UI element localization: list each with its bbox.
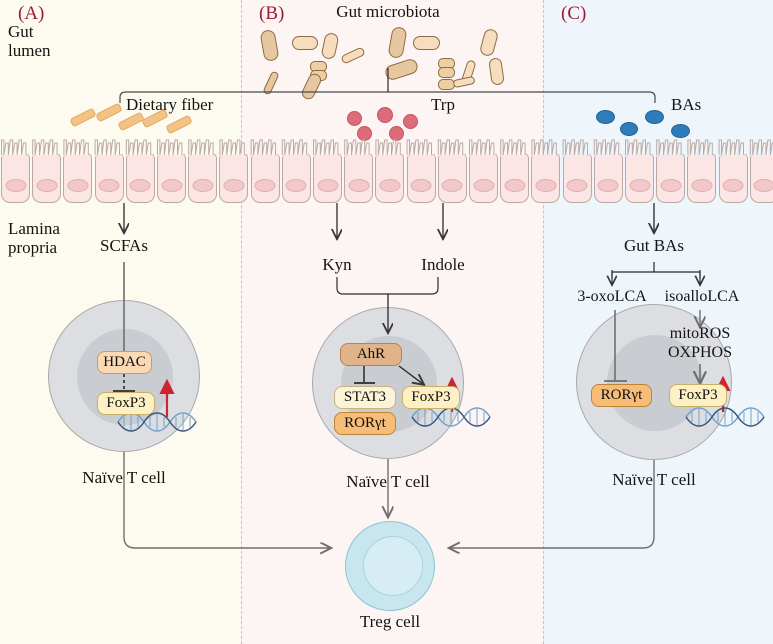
epithelial-cell-nucleus	[722, 179, 744, 192]
epithelial-cell-nucleus	[629, 179, 650, 192]
node-rorgt-c: RORγt	[591, 384, 652, 407]
gut-lumen-label-line1: Gut	[8, 22, 34, 41]
epithelial-cell-nucleus	[753, 179, 773, 192]
epithelial-cell-nucleus	[597, 179, 619, 192]
epithelial-cell	[313, 155, 342, 203]
epithelial-cell	[219, 155, 249, 203]
mitoros-label: mitoROS	[669, 325, 731, 342]
epithelial-cell	[687, 155, 717, 203]
panel-label-c: (C)	[561, 3, 587, 24]
panel-label-b: (B)	[259, 3, 285, 24]
epithelial-cell-nucleus	[691, 179, 713, 192]
epithelial-cell	[625, 155, 654, 203]
dietary-fiber-label: Dietary fiber	[126, 95, 214, 114]
epithelial-cell-nucleus	[98, 179, 120, 192]
epithelial-cell	[1, 155, 30, 203]
node-hdac: HDAC	[97, 351, 152, 374]
node-foxp3-b: FoxP3	[402, 386, 460, 409]
epithelial-cell	[63, 155, 93, 203]
epithelial-cell	[375, 155, 405, 203]
bas-label: BAs	[671, 95, 702, 114]
node-foxp3-c: FoxP3	[669, 384, 727, 407]
epithelial-cell	[469, 155, 498, 203]
epithelial-cell	[281, 155, 311, 203]
epithelial-cell	[94, 155, 124, 203]
epithelial-cell-nucleus	[441, 179, 463, 192]
naive-t-cell-label-a: Naïve T cell	[82, 468, 166, 487]
epithelial-cell	[749, 155, 773, 203]
epithelial-cell	[718, 155, 748, 203]
epithelial-cell-nucleus	[317, 179, 338, 192]
gut-lumen-label-line2: lumen	[8, 41, 51, 60]
epithelial-cell-nucleus	[566, 179, 588, 192]
epithelial-cell	[250, 155, 280, 203]
epithelial-cell	[500, 155, 530, 203]
epithelial-cell	[593, 155, 623, 203]
gut-microbiota-title: Gut microbiota	[336, 2, 440, 21]
epithelial-cell-nucleus	[192, 179, 214, 192]
epithelial-cell	[406, 155, 436, 203]
naive-t-cell-label-c: Naïve T cell	[612, 470, 696, 489]
trp-label: Trp	[431, 95, 455, 114]
epithelial-cell-nucleus	[223, 179, 245, 192]
panel-label-a: (A)	[18, 3, 45, 24]
epithelial-cell-nucleus	[67, 179, 89, 192]
epithelial-cell	[188, 155, 218, 203]
epithelial-cell	[531, 155, 561, 203]
epithelial-cell	[157, 155, 186, 203]
epithelial-cell	[656, 155, 686, 203]
naive-t-cell-b	[312, 307, 464, 459]
epithelial-cell	[344, 155, 374, 203]
isoallolca-label: isoalloLCA	[664, 288, 740, 305]
epithelial-cell-nucleus	[129, 179, 151, 192]
node-ahr: AhR	[340, 343, 402, 366]
gut-bas-label: Gut BAs	[624, 236, 684, 255]
panel-divider-bc	[543, 0, 544, 644]
microvilli	[1, 139, 773, 156]
node-foxp3-a: FoxP3	[97, 392, 155, 415]
panel-divider-ab	[241, 0, 242, 644]
epithelial-cell	[562, 155, 592, 203]
epithelial-cell	[125, 155, 155, 203]
epithelial-cell-nucleus	[504, 179, 526, 192]
epithelial-cell-nucleus	[5, 179, 26, 192]
epithelial-cell-nucleus	[379, 179, 401, 192]
epithelial-cell-nucleus	[161, 179, 182, 192]
scfas-label: SCFAs	[100, 236, 148, 255]
epithelial-cell-nucleus	[535, 179, 557, 192]
epithelial-cell-nucleus	[660, 179, 682, 192]
epithelial-cell-nucleus	[348, 179, 370, 192]
epithelial-cell	[32, 155, 62, 203]
kyn-label: Kyn	[322, 255, 352, 274]
epithelial-cell-nucleus	[254, 179, 276, 192]
node-stat3: STAT3	[334, 386, 396, 409]
treg-cell	[345, 521, 435, 611]
epithelial-cell-nucleus	[473, 179, 494, 192]
oxphos-label: OXPHOS	[667, 344, 733, 361]
epithelial-cell-nucleus	[285, 179, 307, 192]
lamina-propria-label-line1: Lamina	[8, 219, 60, 238]
intestinal-epithelium	[0, 137, 773, 203]
indole-label: Indole	[421, 255, 465, 274]
node-rorgt-b: RORγt	[334, 412, 396, 435]
epithelial-cell	[437, 155, 467, 203]
treg-cell-label: Treg cell	[359, 612, 421, 631]
three-oxolca-label: 3-oxoLCA	[577, 288, 647, 305]
naive-t-cell-label-b: Naïve T cell	[346, 472, 430, 491]
naive-t-cell-a	[48, 300, 200, 452]
epithelial-cell-nucleus	[36, 179, 58, 192]
epithelial-cell-nucleus	[410, 179, 432, 192]
lamina-propria-label-line2: propria	[8, 238, 58, 257]
